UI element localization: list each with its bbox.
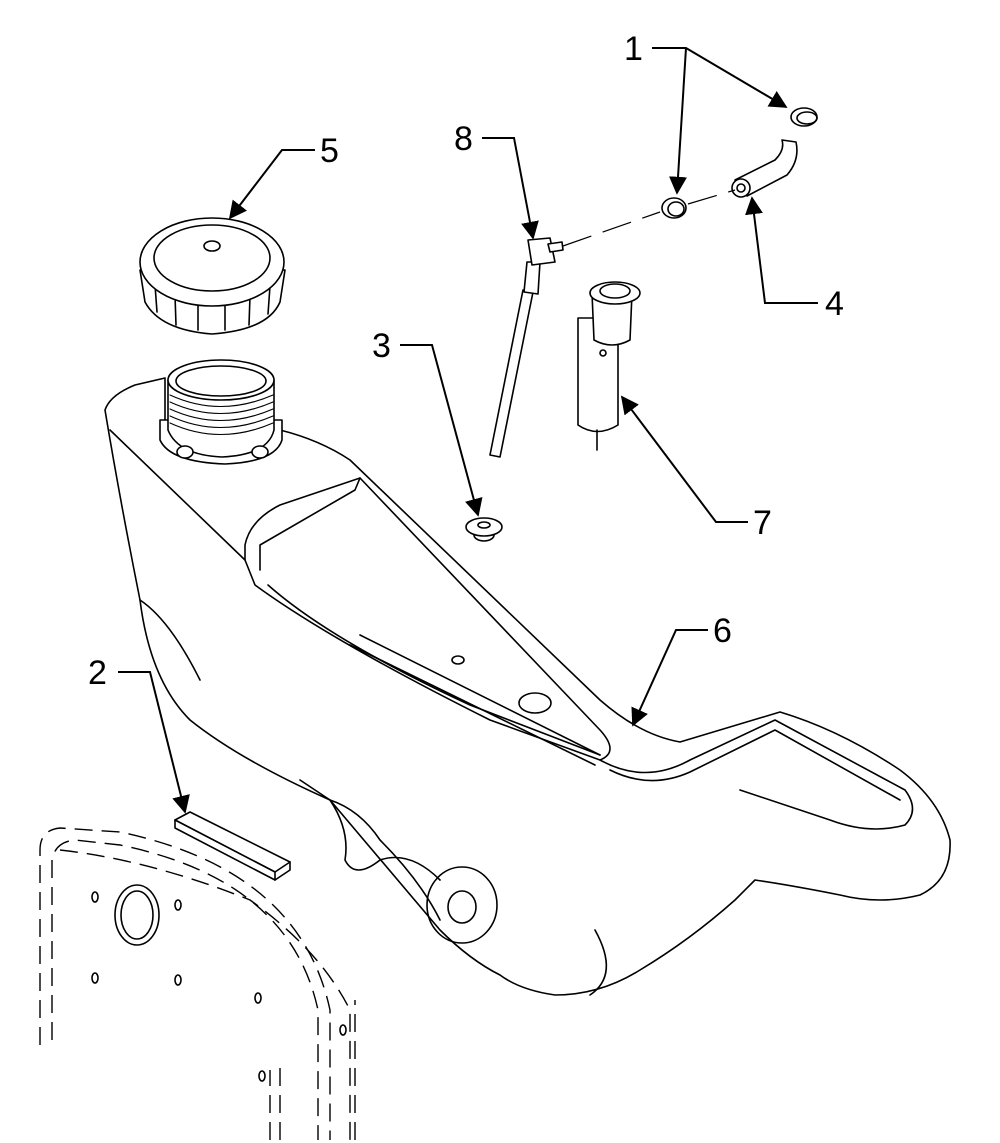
frame-round-cutout bbox=[114, 884, 160, 946]
fuel-cap bbox=[139, 217, 286, 335]
fuel-sender bbox=[577, 281, 641, 451]
callout-label-3: 3 bbox=[372, 327, 391, 365]
callout-7: 7 bbox=[620, 395, 772, 542]
callout-label-8: 8 bbox=[454, 120, 473, 158]
callout-label-6: 6 bbox=[713, 612, 732, 650]
filler-neck bbox=[159, 359, 283, 465]
grommet bbox=[465, 517, 503, 542]
insulating-strip bbox=[174, 811, 291, 881]
callout-6: 6 bbox=[631, 612, 732, 727]
hose-clamp-lower bbox=[661, 197, 687, 219]
callout-label-1: 1 bbox=[624, 30, 643, 68]
tank-mount-boss bbox=[426, 866, 498, 944]
vent-hose bbox=[731, 139, 798, 198]
callout-2: 2 bbox=[88, 654, 190, 814]
callout-5: 5 bbox=[228, 132, 339, 220]
fuel-tank bbox=[104, 377, 951, 996]
assembly-centerline bbox=[562, 189, 736, 247]
callout-1: 1 bbox=[624, 30, 788, 195]
callout-3: 3 bbox=[372, 327, 483, 517]
callout-8: 8 bbox=[454, 120, 539, 240]
tank-sender-opening bbox=[518, 692, 552, 714]
callout-label-2: 2 bbox=[88, 654, 107, 692]
callout-label-4: 4 bbox=[825, 285, 844, 323]
callout-label-5: 5 bbox=[320, 132, 339, 170]
callout-4: 4 bbox=[745, 196, 844, 323]
hose-clamp-upper bbox=[790, 107, 818, 127]
callout-label-7: 7 bbox=[753, 504, 772, 542]
vent-tube-elbow bbox=[489, 237, 564, 458]
frame-dashed-outline bbox=[39, 827, 356, 1140]
